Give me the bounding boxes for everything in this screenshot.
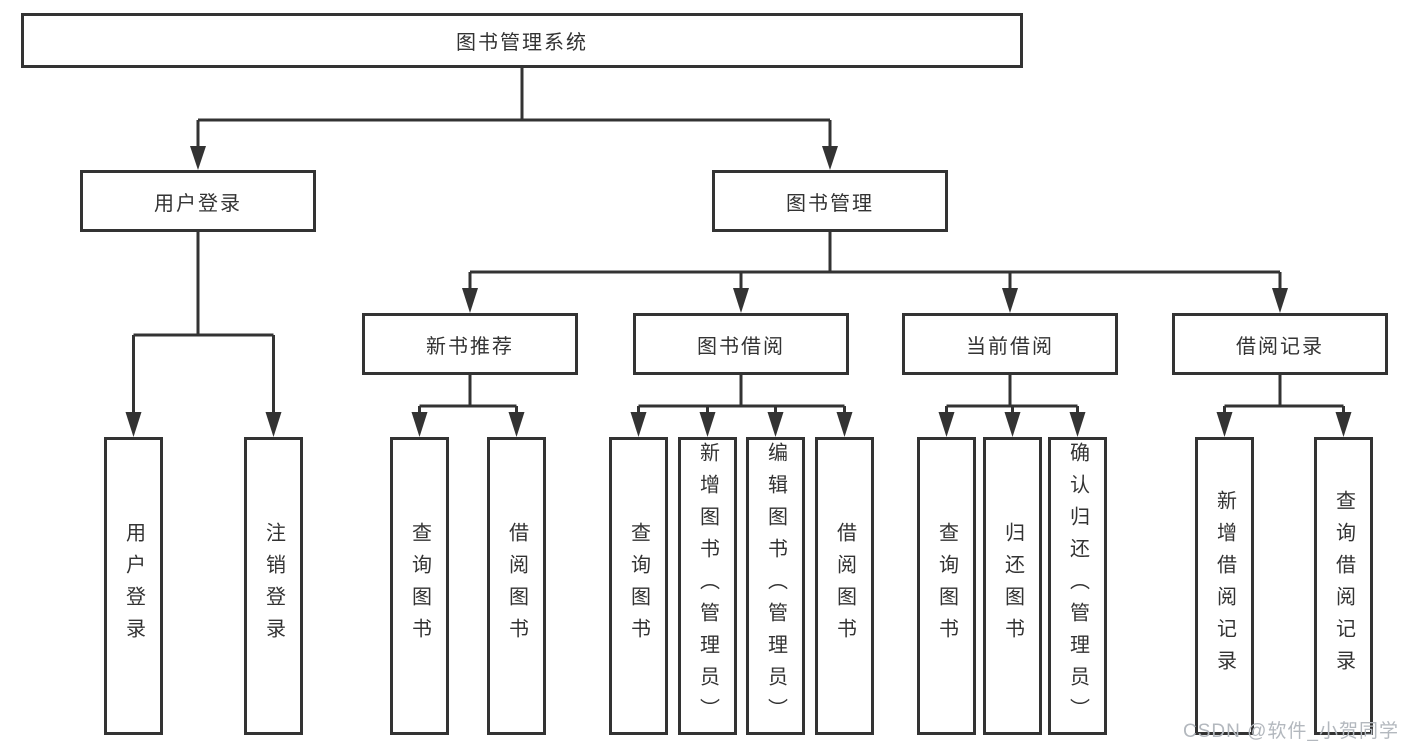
leaf-query-books-recommend: 查询图书 <box>390 437 449 735</box>
node-book-borrowing: 图书借阅 <box>633 313 849 375</box>
leaf-logout: 注销登录 <box>244 437 303 735</box>
arrowhead <box>1002 288 1018 313</box>
arrowhead <box>411 412 428 437</box>
leaf-add-books-admin: 新增图书（管理员） <box>678 437 737 735</box>
node-book-management: 图书管理 <box>712 170 948 232</box>
arrowhead <box>508 412 525 437</box>
node-borrowing-records: 借阅记录 <box>1172 313 1388 375</box>
node-current-borrowing: 当前借阅 <box>902 313 1118 375</box>
node-library-management-system: 图书管理系统 <box>21 13 1023 68</box>
leaf-add-borrow-record: 新增借阅记录 <box>1195 437 1254 735</box>
arrowhead <box>836 412 853 437</box>
arrowhead <box>630 412 647 437</box>
leaf-query-books-borrowing: 查询图书 <box>609 437 668 735</box>
arrowhead <box>733 288 749 313</box>
leaf-confirm-return-admin: 确认归还（管理员） <box>1048 437 1107 735</box>
node-new-book-recommendation: 新书推荐 <box>362 313 578 375</box>
leaf-borrow-books-borrowing: 借阅图书 <box>815 437 874 735</box>
arrowhead <box>1272 288 1288 313</box>
leaf-query-books-current: 查询图书 <box>917 437 976 735</box>
node-user-login: 用户登录 <box>80 170 316 232</box>
arrowhead <box>1335 412 1352 437</box>
arrowhead <box>767 412 784 437</box>
leaf-query-borrow-record: 查询借阅记录 <box>1314 437 1373 735</box>
leaf-borrow-books-recommend: 借阅图书 <box>487 437 546 735</box>
arrowhead <box>699 412 716 437</box>
arrowhead <box>462 288 478 313</box>
arrowhead <box>938 412 955 437</box>
arrowhead <box>1216 412 1233 437</box>
arrowhead <box>1069 412 1086 437</box>
arrowhead <box>1004 412 1021 437</box>
arrowhead <box>125 412 142 437</box>
csdn-watermark: CSDN @软件_小贺同学 <box>1183 721 1399 742</box>
leaf-edit-books-admin: 编辑图书（管理员） <box>746 437 805 735</box>
arrowhead <box>822 146 838 170</box>
arrowhead <box>265 412 282 437</box>
arrowhead <box>190 146 206 170</box>
leaf-return-books: 归还图书 <box>983 437 1042 735</box>
leaf-user-login: 用户登录 <box>104 437 163 735</box>
